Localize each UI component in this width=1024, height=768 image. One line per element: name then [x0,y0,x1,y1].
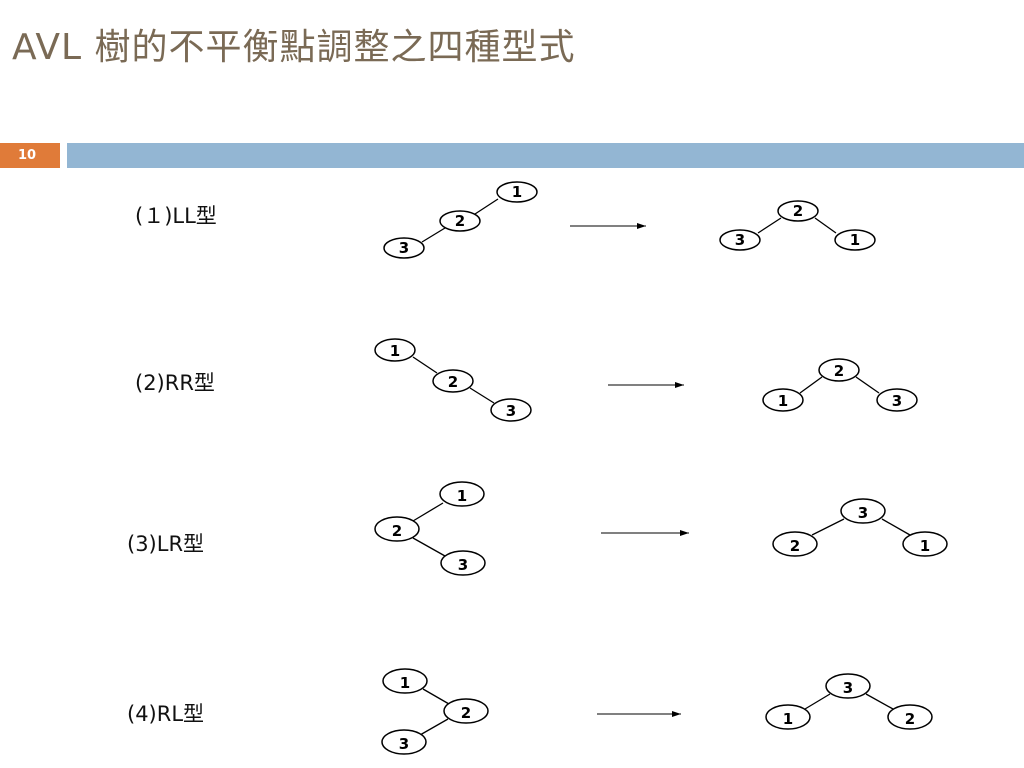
tree-node [374,516,420,542]
tree-edge [804,693,831,710]
node-label: 1 [778,392,788,410]
tree-edge [881,518,911,536]
tree-edge [799,376,823,394]
node-label: 3 [858,504,868,522]
node-label: 1 [850,231,860,249]
rl-after-tree: 3 1 2 [765,673,933,730]
ll-after-tree: 2 3 1 [719,200,876,251]
tree-node [876,388,918,412]
tree-node [382,668,428,694]
node-label: 1 [512,183,522,201]
node-label: 3 [735,231,745,249]
tree-node [777,200,819,222]
header-bar [67,143,1024,168]
node-label: 2 [392,522,402,540]
node-label: 2 [448,373,458,391]
tree-edge [419,718,449,736]
node-label: 1 [783,710,793,728]
node-label: 2 [834,362,844,380]
node-label: 3 [399,239,409,257]
tree-node [383,237,425,259]
tree-node [834,229,876,251]
node-label: 2 [790,537,800,555]
tree-edge [474,198,499,215]
ll-before-tree: 1 2 3 [383,181,538,259]
node-label: 1 [457,487,467,505]
tree-edge [757,217,782,234]
lr-after-tree: 3 2 1 [772,498,948,557]
tree-edge [855,376,880,394]
tree-node [440,550,486,576]
tree-node [762,388,804,412]
page-number-badge: 10 [0,143,60,168]
rr-after-tree: 2 1 3 [762,358,918,412]
slide-title: AVL 樹的不平衡點調整之四種型式 [12,27,576,68]
case-label-rl: (4)RL型 [127,702,205,726]
node-label: 1 [400,674,410,692]
node-label: 2 [905,710,915,728]
tree-node [496,181,538,203]
node-label: 1 [390,342,400,360]
tree-node [439,481,485,507]
case-label-rr: (2)RR型 [135,371,215,395]
tree-node [432,369,474,393]
node-label: 2 [461,704,471,722]
tree-edge [814,217,837,234]
rl-before-tree: 1 2 3 [381,668,489,755]
tree-node [719,229,761,251]
tree-node [818,358,860,382]
tree-node [443,698,489,724]
tree-edge [469,387,495,404]
tree-edge [422,688,450,705]
node-label: 2 [455,212,465,230]
node-label: 3 [458,556,468,574]
tree-node [374,338,416,362]
tree-node [490,398,532,422]
tree-edge [412,537,446,557]
node-label: 3 [843,679,853,697]
case-label-lr: (3)LR型 [127,532,205,556]
node-label: 3 [506,402,516,420]
tree-edge [421,227,446,243]
node-label: 3 [399,735,409,753]
tree-edge [412,502,444,522]
case-label-ll: (１)LL型 [135,204,217,228]
tree-edge [865,693,894,710]
tree-edge [811,518,845,536]
node-label: 3 [892,392,902,410]
tree-node [840,498,886,524]
tree-node [772,531,818,557]
tree-node [381,729,427,755]
node-label: 1 [920,537,930,555]
node-label: 2 [793,202,803,220]
rr-before-tree: 1 2 3 [374,338,532,422]
tree-node [765,704,811,730]
tree-node [887,704,933,730]
tree-node [902,531,948,557]
tree-node [439,210,481,232]
tree-edge [412,356,438,374]
tree-node [825,673,871,699]
lr-before-tree: 1 2 3 [374,481,486,576]
